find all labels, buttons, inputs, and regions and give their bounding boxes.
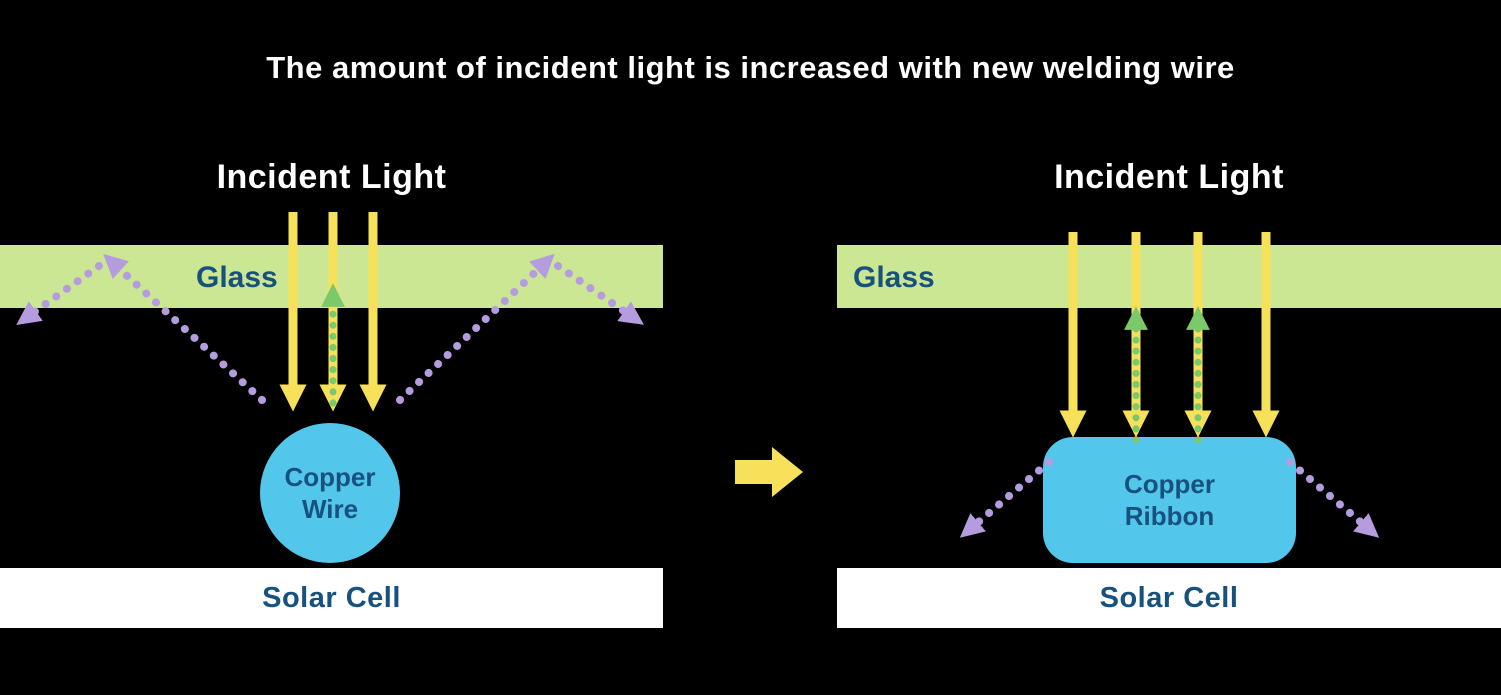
copper-ribbon-label: Copper Ribbon [1124,468,1215,533]
right-glass-band [837,245,1501,308]
left-solar-cell-label: Solar Cell [262,581,401,614]
transition-arrow-shape [735,447,803,497]
scattered-ray-arrow [554,262,644,325]
scattered-ray-arrow [1286,458,1380,538]
right-glass-label: Glass [853,261,935,294]
diagram-title: The amount of incident light is increase… [266,50,1235,85]
right-solar-cell-band: Solar Cell [837,568,1501,628]
copper-ribbon-shape: Copper Ribbon [1043,437,1296,563]
right-solar-cell-label: Solar Cell [1099,581,1239,614]
copper-wire-label: Copper Wire [285,461,376,526]
right-arrows-svg [959,232,1380,538]
copper-ribbon-label-line1: Copper [1124,468,1215,499]
left-scattered-ray-arrows [16,253,644,404]
right-scattered-ray-arrows [959,458,1380,538]
scattered-ray-arrow [16,262,103,325]
left-panel-before: Solar Cell Copper Wire Incident Light [0,0,663,695]
copper-wire-label-line1: Copper [284,461,376,492]
right-reflected-ray-arrows [1124,306,1210,444]
left-arrows-svg [16,212,644,412]
right-incident-light-label: Incident Light [1054,158,1284,196]
left-solar-cell-band: Solar Cell [0,568,663,628]
right-incident-ray-arrows [1059,232,1280,438]
scattered-ray-arrow [396,253,555,404]
scattered-ray-arrow [959,458,1053,538]
scattered-ray-arrow [103,253,266,404]
transition-arrow-icon [735,447,803,497]
copper-wire-shape: Copper Wire [260,423,400,563]
left-incident-light-label: Incident Light [216,158,447,196]
left-glass-label: Glass [196,261,278,294]
copper-wire-label-line2: Wire [301,494,359,524]
right-panel-after: Solar Cell Copper Ribbon [837,0,1501,695]
copper-ribbon-label-line2: Ribbon [1124,501,1215,531]
